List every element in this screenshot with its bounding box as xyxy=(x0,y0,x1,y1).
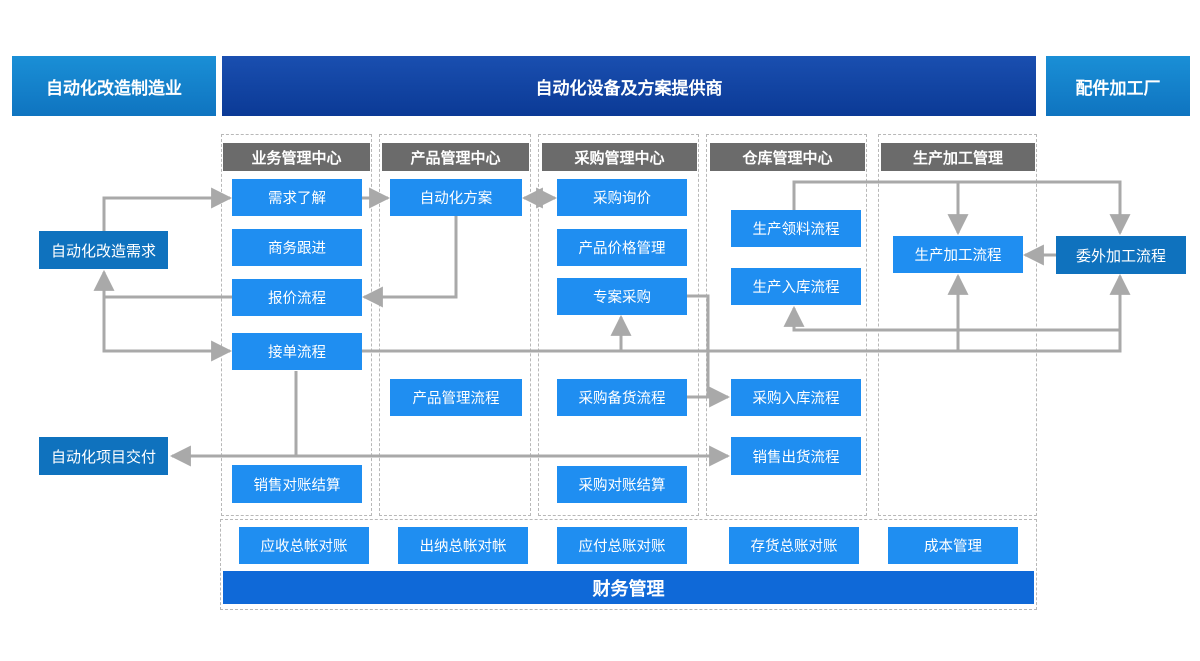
arrow-to-order xyxy=(102,297,233,362)
box-demand-understanding[interactable]: 需求了解 xyxy=(232,179,362,216)
column-production-header: 生产加工管理 xyxy=(881,143,1035,171)
box-material-flow[interactable]: 生产领料流程 xyxy=(731,210,861,247)
column-product-header: 产品管理中心 xyxy=(382,143,529,171)
column-purchase-header: 采购管理中心 xyxy=(542,143,697,171)
box-special-purchase[interactable]: 专案采购 xyxy=(557,278,687,315)
box-cost-mgmt[interactable]: 成本管理 xyxy=(888,527,1018,564)
arrow-demand-to-need xyxy=(102,187,233,238)
box-order-flow[interactable]: 接单流程 xyxy=(232,333,362,370)
finance-management-bar: 财务管理 xyxy=(223,571,1034,604)
header-center: 自动化设备及方案提供商 xyxy=(222,56,1036,116)
box-automation-solution[interactable]: 自动化方案 xyxy=(390,179,522,216)
box-product-mgmt-flow[interactable]: 产品管理流程 xyxy=(390,379,522,416)
ext-automation-demand[interactable]: 自动化改造需求 xyxy=(39,231,168,269)
box-product-price-mgmt[interactable]: 产品价格管理 xyxy=(557,229,687,266)
box-inventory-recon[interactable]: 存货总账对账 xyxy=(729,527,859,564)
box-business-followup[interactable]: 商务跟进 xyxy=(232,229,362,266)
box-production-in-flow[interactable]: 生产入库流程 xyxy=(731,268,861,305)
ext-outsource-flow[interactable]: 委外加工流程 xyxy=(1056,236,1186,274)
box-sales-settlement[interactable]: 销售对账结算 xyxy=(232,465,362,503)
box-receivable-recon[interactable]: 应收总帐对账 xyxy=(239,527,369,564)
panel-product xyxy=(379,134,531,516)
box-cashier-recon[interactable]: 出纳总帐对帐 xyxy=(398,527,528,564)
box-quote-flow[interactable]: 报价流程 xyxy=(232,279,362,316)
header-left: 自动化改造制造业 xyxy=(12,56,216,116)
box-production-process-flow[interactable]: 生产加工流程 xyxy=(893,236,1023,273)
box-sales-out-flow[interactable]: 销售出货流程 xyxy=(731,437,861,475)
column-warehouse-header: 仓库管理中心 xyxy=(710,143,865,171)
panel-production xyxy=(878,134,1037,516)
panel-business xyxy=(221,134,372,516)
arrow-to-prod-in xyxy=(783,276,1122,332)
arrow-solution-to-quote xyxy=(361,216,458,308)
arrow-special-to-in xyxy=(687,294,710,397)
box-purchase-settlement[interactable]: 采购对账结算 xyxy=(557,466,687,503)
box-purchase-inquiry[interactable]: 采购询价 xyxy=(557,179,687,216)
panel-purchase xyxy=(538,134,699,516)
header-right: 配件加工厂 xyxy=(1046,56,1190,116)
arrow-quote-to-demand xyxy=(93,269,232,299)
box-purchase-stock-flow[interactable]: 采购备货流程 xyxy=(557,379,687,416)
box-purchase-in-flow[interactable]: 采购入库流程 xyxy=(731,379,861,416)
box-payable-recon[interactable]: 应付总账对账 xyxy=(557,527,687,564)
ext-project-delivery[interactable]: 自动化项目交付 xyxy=(39,437,168,475)
column-business-header: 业务管理中心 xyxy=(223,143,370,171)
panel-finance xyxy=(220,519,1037,610)
